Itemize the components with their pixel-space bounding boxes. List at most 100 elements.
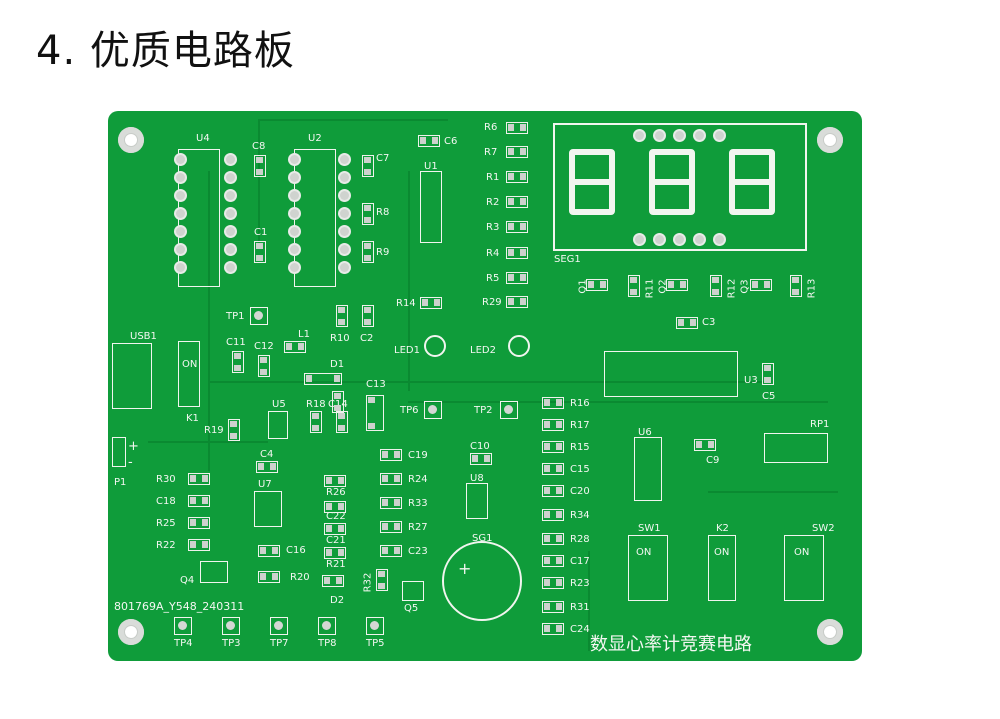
capacitor-c16 xyxy=(258,545,280,557)
label-c19: C19 xyxy=(408,450,428,461)
buzzer-sg1: + xyxy=(442,541,522,621)
led-2 xyxy=(508,335,530,357)
label-u1: U1 xyxy=(424,161,438,172)
inductor-l1 xyxy=(284,341,306,353)
label-c8: C8 xyxy=(252,141,266,152)
label-c14: C14 xyxy=(328,399,348,410)
label-tp3: TP3 xyxy=(222,638,241,649)
resistor-r12 xyxy=(710,275,722,297)
label-tp4: TP4 xyxy=(174,638,193,649)
resistor-r17 xyxy=(542,419,564,431)
label-sg1: SG1 xyxy=(472,533,493,544)
label-usb1: USB1 xyxy=(130,331,157,342)
label-c1: C1 xyxy=(254,227,268,238)
label-r28: R28 xyxy=(570,534,590,545)
pin xyxy=(715,235,724,244)
resistor-r21 xyxy=(324,547,346,559)
switch-k2 xyxy=(708,535,736,601)
label-r20: R20 xyxy=(290,572,310,583)
transistor-q3 xyxy=(750,279,772,291)
label-tp6: TP6 xyxy=(400,405,419,416)
test-point-tp7 xyxy=(270,617,288,635)
diode-d2 xyxy=(322,575,344,587)
capacitor-c15 xyxy=(542,463,564,475)
label-r2: R2 xyxy=(486,197,500,208)
test-point-tp4 xyxy=(174,617,192,635)
label-on-k1: ON xyxy=(182,359,198,370)
u6-footprint xyxy=(634,437,662,501)
label-p1: P1 xyxy=(114,477,127,488)
label-r17: R17 xyxy=(570,420,590,431)
label-r23: R23 xyxy=(570,578,590,589)
mounting-hole xyxy=(817,619,843,645)
label-c21: C21 xyxy=(326,535,346,546)
board-caption: 数显心率计竞赛电路 xyxy=(590,634,752,655)
trace xyxy=(708,491,838,493)
label-tp5: TP5 xyxy=(366,638,385,649)
potentiometer-rp1 xyxy=(764,433,828,463)
pin xyxy=(340,155,349,164)
label-u8: U8 xyxy=(470,473,484,484)
resistor-r20 xyxy=(258,571,280,583)
label-r22: R22 xyxy=(156,540,176,551)
pin xyxy=(635,235,644,244)
label-on-sw1: ON xyxy=(636,547,652,558)
pin xyxy=(340,245,349,254)
resistor-r3 xyxy=(506,221,528,233)
resistor-r15 xyxy=(542,441,564,453)
label-r16: R16 xyxy=(570,398,590,409)
resistor-r34 xyxy=(542,509,564,521)
label-r13: R13 xyxy=(806,278,818,299)
pin xyxy=(695,131,704,140)
label-d1: D1 xyxy=(330,359,345,370)
transistor-q1 xyxy=(586,279,608,291)
pin xyxy=(655,235,664,244)
label-rp1: RP1 xyxy=(810,419,830,430)
resistor-r10 xyxy=(336,305,348,327)
label-q3: Q3 xyxy=(739,279,751,294)
label-c10: C10 xyxy=(470,441,490,452)
label-tp1: TP1 xyxy=(226,311,245,322)
buzzer-plus: + xyxy=(458,559,472,578)
label-c9: C9 xyxy=(706,455,720,466)
u4-footprint xyxy=(178,149,220,287)
resistor-r29 xyxy=(506,296,528,308)
label-r18: R18 xyxy=(306,399,326,410)
label-c3: C3 xyxy=(702,317,716,328)
pin xyxy=(226,173,235,182)
pin xyxy=(176,191,185,200)
pcb-board: U4 U2 C8 C7 C6 C1 U1 R8 R9 R6 R7 R1 xyxy=(108,111,862,661)
label-u2: U2 xyxy=(308,133,322,144)
label-q5: Q5 xyxy=(404,603,419,614)
capacitor-c19 xyxy=(380,449,402,461)
pin xyxy=(715,131,724,140)
pin xyxy=(340,227,349,236)
label-r3: R3 xyxy=(486,222,500,233)
label-sw1: SW1 xyxy=(638,523,661,534)
label-tp7: TP7 xyxy=(270,638,289,649)
resistor-r19 xyxy=(228,419,240,441)
label-r27: R27 xyxy=(408,522,428,533)
label-c15: C15 xyxy=(570,464,590,475)
pin xyxy=(290,227,299,236)
label-c18: C18 xyxy=(156,496,176,507)
resistor-r1 xyxy=(506,171,528,183)
label-q4: Q4 xyxy=(180,575,195,586)
pin xyxy=(290,155,299,164)
pin xyxy=(635,131,644,140)
label-c16: C16 xyxy=(286,545,306,556)
pin xyxy=(226,227,235,236)
mounting-hole xyxy=(817,127,843,153)
label-r9: R9 xyxy=(376,247,390,258)
capacitor-c14 xyxy=(336,411,348,433)
digit-1 xyxy=(569,149,615,215)
resistor-r31 xyxy=(542,601,564,613)
pin xyxy=(176,227,185,236)
pin xyxy=(226,155,235,164)
label-r24: R24 xyxy=(408,474,428,485)
label-minus: - xyxy=(128,455,133,470)
label-r25: R25 xyxy=(156,518,176,529)
capacitor-c2 xyxy=(362,305,374,327)
capacitor-c3 xyxy=(676,317,698,329)
label-tp8: TP8 xyxy=(318,638,337,649)
